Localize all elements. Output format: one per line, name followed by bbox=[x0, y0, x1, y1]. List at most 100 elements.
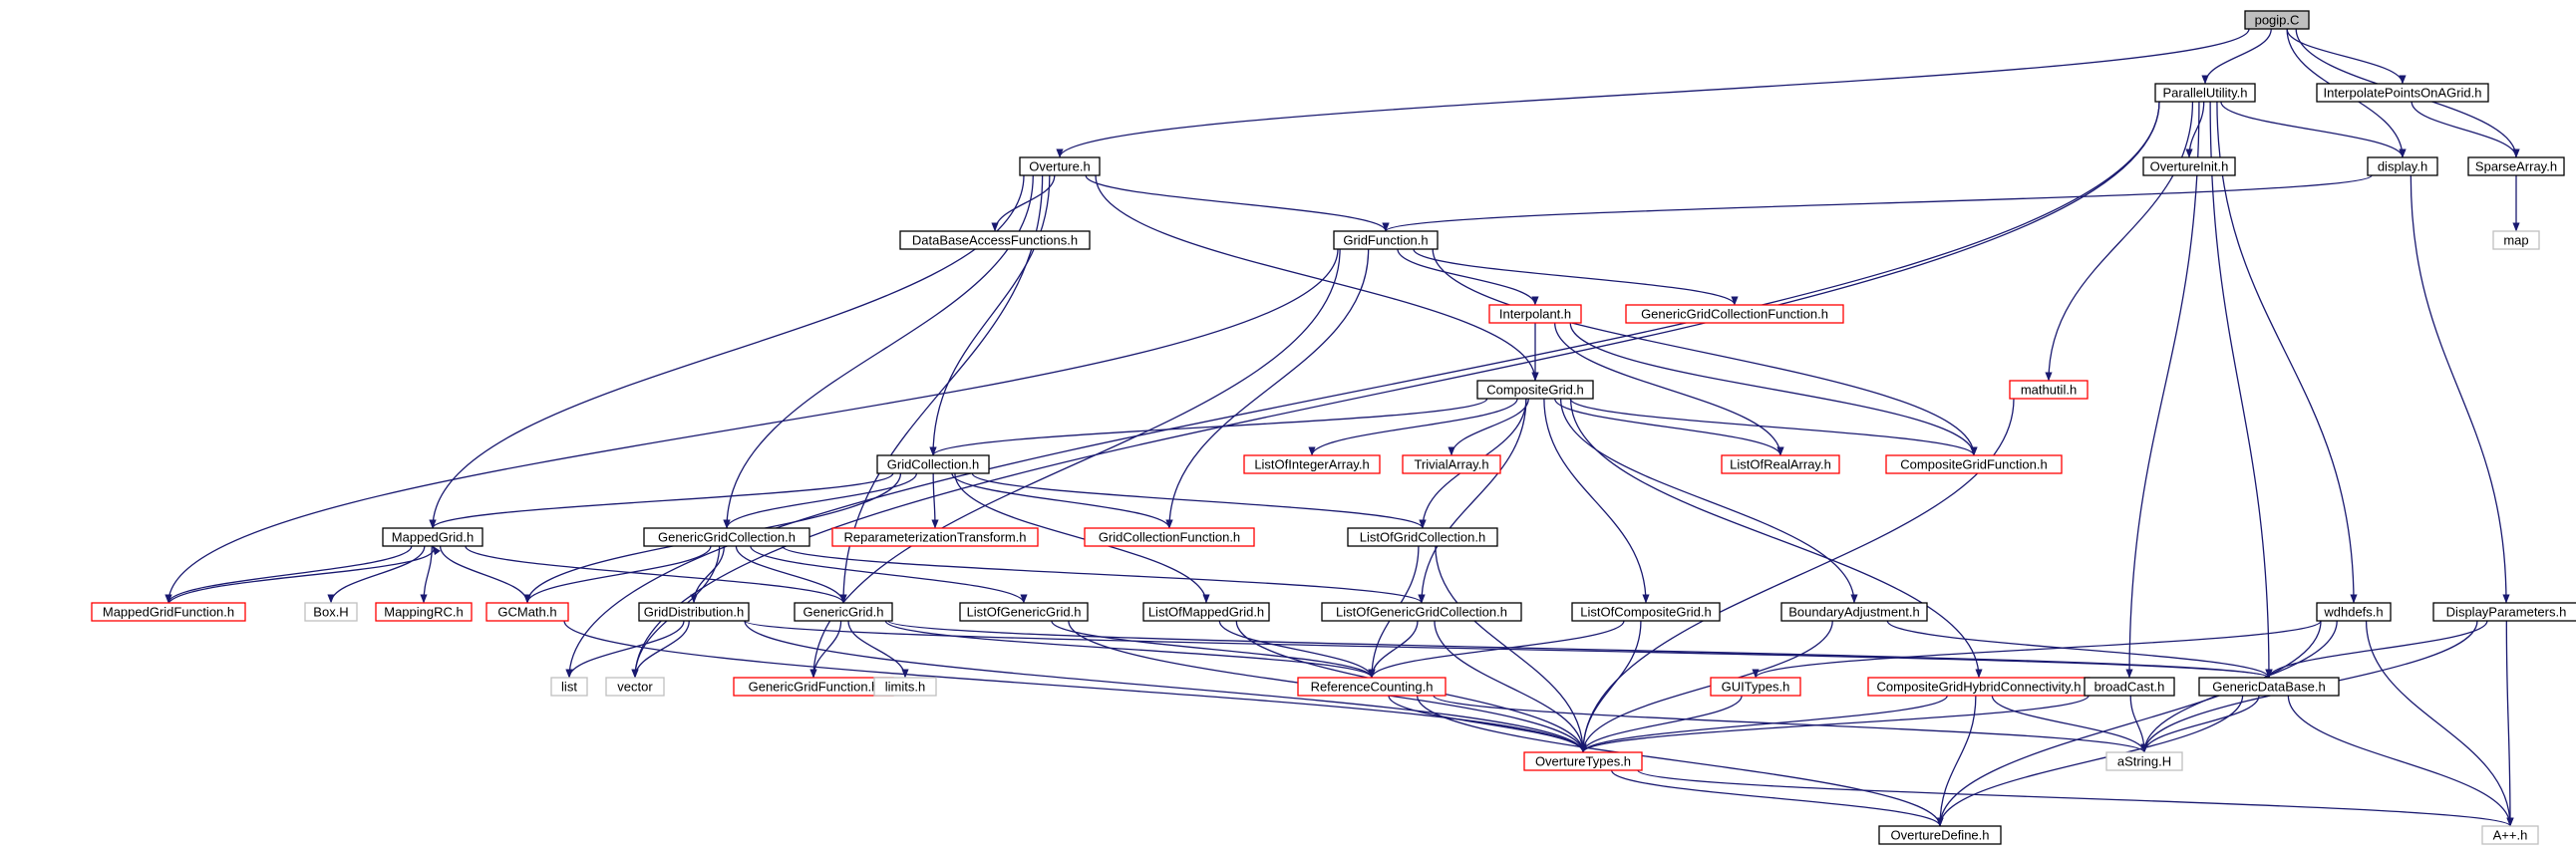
edge-gridcollection-to-listofgridcollection bbox=[971, 472, 1427, 529]
node-overturetypes[interactable]: OvertureTypes.h bbox=[1523, 751, 1643, 771]
node-box bbox=[605, 677, 665, 697]
node-compositegrid[interactable]: CompositeGrid.h bbox=[1476, 380, 1594, 400]
node-displayparameters[interactable]: DisplayParameters.h bbox=[2432, 602, 2576, 622]
node-boundaryadjustment[interactable]: BoundaryAdjustment.h bbox=[1780, 602, 1928, 622]
node-box bbox=[1243, 454, 1381, 474]
node-interpolant[interactable]: Interpolant.h bbox=[1488, 304, 1582, 324]
edge-display-to-displayparameters bbox=[2410, 174, 2510, 604]
node-gridcollectionfunction[interactable]: GridCollectionFunction.h bbox=[1084, 527, 1255, 547]
edge-line bbox=[2220, 101, 2407, 158]
node-mathutil[interactable]: mathutil.h bbox=[2009, 380, 2089, 400]
node-box bbox=[91, 602, 246, 622]
node-griddistribution[interactable]: GridDistribution.h bbox=[638, 602, 750, 622]
node-label: InterpolatePointsOnAGrid.h bbox=[2324, 86, 2482, 101]
node-box bbox=[638, 602, 750, 622]
node-label: ListOfGenericGridCollection.h bbox=[1336, 605, 1507, 620]
edge-line bbox=[2045, 101, 2194, 382]
node-parallelutility[interactable]: ParallelUtility.h bbox=[2154, 83, 2256, 103]
node-listofintegerarray[interactable]: ListOfIntegerArray.h bbox=[1243, 454, 1381, 474]
node-mappedgrid[interactable]: MappedGrid.h bbox=[382, 527, 483, 547]
node-listofgenericgrid[interactable]: ListOfGenericGrid.h bbox=[959, 602, 1089, 622]
node-compositegridfunction[interactable]: CompositeGridFunction.h bbox=[1885, 454, 2063, 474]
node-label: BoundaryAdjustment.h bbox=[1788, 605, 1920, 620]
node-label: wdhdefs.h bbox=[2323, 605, 2383, 620]
edge-overture-to-compositegrid bbox=[1095, 174, 1539, 382]
node-listofcompositegrid[interactable]: ListOfCompositeGrid.h bbox=[1571, 602, 1721, 622]
node-broadcast[interactable]: broadCast.h bbox=[2084, 677, 2175, 697]
node-label: DataBaseAccessFunctions.h bbox=[912, 233, 1078, 248]
edge-line bbox=[1432, 248, 1978, 456]
node-guitypes[interactable]: GUITypes.h bbox=[1710, 677, 1801, 697]
node-box bbox=[1321, 602, 1522, 622]
edge-parallelutility-to-wdhdefs bbox=[2216, 101, 2358, 604]
edge-line bbox=[1382, 174, 2373, 232]
node-wdhdefs[interactable]: wdhdefs.h bbox=[2316, 602, 2392, 622]
node-mappedgridfunction[interactable]: MappedGridFunction.h bbox=[91, 602, 246, 622]
edge-line bbox=[929, 174, 1051, 456]
node-pogip: pogip.C bbox=[2244, 10, 2310, 30]
node-listofrealarray[interactable]: ListOfRealArray.h bbox=[1721, 454, 1840, 474]
edge-parallelutility-to-display bbox=[2220, 101, 2407, 158]
node-genericgridcollectionfunction[interactable]: GenericGridCollectionFunction.h bbox=[1625, 304, 1844, 324]
edge-line bbox=[1579, 695, 2090, 753]
node-mappingrc[interactable]: MappingRC.h bbox=[375, 602, 473, 622]
node-label: CompositeGrid.h bbox=[1486, 383, 1584, 398]
edge-line bbox=[929, 398, 1488, 456]
node-overturedefine[interactable]: OvertureDefine.h bbox=[1878, 825, 2002, 845]
node-display[interactable]: display.h bbox=[2367, 156, 2438, 176]
node-listofgenericgridcollection[interactable]: ListOfGenericGridCollection.h bbox=[1321, 602, 1522, 622]
node-trivialarray[interactable]: TrivialArray.h bbox=[1402, 454, 1501, 474]
node-gridcollection[interactable]: GridCollection.h bbox=[876, 454, 990, 474]
edge-mappedgrid-to-gcmath bbox=[439, 545, 531, 604]
edge-line bbox=[327, 545, 426, 604]
edge-line bbox=[565, 101, 2160, 679]
node-genericgridcollection[interactable]: GenericGridCollection.h bbox=[643, 527, 810, 547]
node-label: ListOfIntegerArray.h bbox=[1254, 457, 1369, 472]
node-overture[interactable]: Overture.h bbox=[1019, 156, 1101, 176]
node-label: mathutil.h bbox=[2021, 383, 2077, 398]
node-compositegridhybrid[interactable]: CompositeGridHybridConnectivity.h bbox=[1867, 677, 2091, 697]
node-overtureinit[interactable]: OvertureInit.h bbox=[2142, 156, 2236, 176]
edge-genericgridcollection-to-gcmath bbox=[523, 545, 712, 604]
edge-line bbox=[723, 174, 1034, 529]
edge-line bbox=[2209, 101, 2273, 679]
node-box bbox=[2084, 677, 2175, 697]
node-box bbox=[2316, 602, 2392, 622]
edge-griddistribution-to-overturetypes bbox=[744, 620, 1587, 753]
edge-line bbox=[1056, 28, 2250, 158]
node-referencecounting[interactable]: ReferenceCounting.h bbox=[1297, 677, 1447, 697]
node-sparsearray[interactable]: SparseArray.h bbox=[2467, 156, 2565, 176]
edge-griddistribution-to-vector bbox=[631, 620, 690, 679]
node-box bbox=[2244, 10, 2310, 30]
edge-line bbox=[1308, 398, 1518, 456]
node-genericdatabase[interactable]: GenericDataBase.h bbox=[2198, 677, 2340, 697]
edge-line bbox=[1413, 248, 1739, 306]
node-listofmappedgrid[interactable]: ListOfMappedGrid.h bbox=[1142, 602, 1270, 622]
edge-line bbox=[1433, 695, 2148, 753]
node-boxh: Box.H bbox=[304, 602, 358, 622]
edge-line bbox=[1368, 620, 1625, 679]
edge-compositegrid-to-listofintegerarray bbox=[1308, 398, 1518, 456]
edge-pogip-to-interpolatepoints bbox=[2286, 28, 2407, 85]
node-databaseaccess[interactable]: DataBaseAccessFunctions.h bbox=[899, 230, 1091, 250]
node-interpolatepoints[interactable]: InterpolatePointsOnAGrid.h bbox=[2316, 83, 2489, 103]
edge-line bbox=[1579, 695, 1743, 753]
edge-line bbox=[1559, 398, 1858, 604]
edge-guitypes-to-overturetypes bbox=[1579, 695, 1743, 753]
node-genericgrid[interactable]: GenericGrid.h bbox=[794, 602, 893, 622]
node-gcmath[interactable]: GCMath.h bbox=[485, 602, 569, 622]
edge-line bbox=[690, 545, 726, 604]
edge-line bbox=[1543, 398, 1650, 604]
edge-line bbox=[439, 545, 531, 604]
edge-pogip-to-overture bbox=[1056, 28, 2250, 158]
node-box bbox=[1780, 602, 1928, 622]
node-genericgridfunction[interactable]: GenericGridFunction.h bbox=[733, 677, 894, 697]
edge-mathutil-to-overturetypes bbox=[1579, 398, 2015, 753]
edge-gridfunction-to-gridcollectionfunction bbox=[1165, 248, 1370, 529]
node-map: map bbox=[2492, 230, 2540, 250]
edge-line bbox=[954, 472, 1210, 604]
node-label: Interpolant.h bbox=[1499, 307, 1571, 322]
node-reparameterization[interactable]: ReparameterizationTransform.h bbox=[831, 527, 1039, 547]
node-listofgridcollection[interactable]: ListOfGridCollection.h bbox=[1347, 527, 1498, 547]
node-gridfunction[interactable]: GridFunction.h bbox=[1333, 230, 1439, 250]
